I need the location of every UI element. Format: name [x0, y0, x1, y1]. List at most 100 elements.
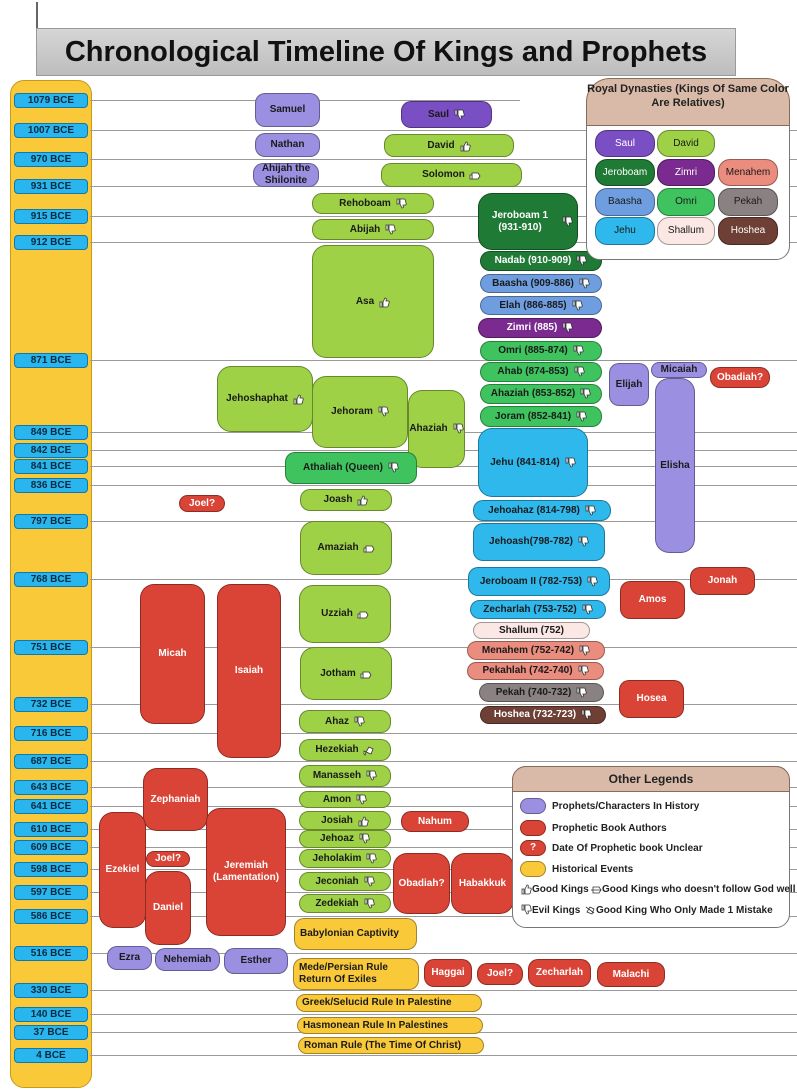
- block-label: Nathan: [270, 139, 305, 150]
- king-block: Abijah: [312, 219, 434, 240]
- block-label: Saul: [427, 108, 450, 120]
- prophet-block: Nehemiah: [155, 948, 220, 971]
- block-label: Menahem (752-742): [481, 644, 575, 656]
- year-label: 687 BCE: [14, 754, 88, 769]
- king-block: Jeholakim: [299, 849, 391, 868]
- legend-evil-kings: Evil Kings: [516, 904, 580, 916]
- king-block: Josiah: [299, 811, 391, 830]
- block-label: Nehemiah: [163, 953, 212, 965]
- block-label: David: [427, 139, 455, 151]
- thumbs-down-icon: [571, 300, 583, 312]
- block-label: Jeroboam 1 (931-910): [491, 209, 549, 233]
- block-label: Hoshea (732-723): [493, 709, 577, 720]
- block-label: Obadiah?: [716, 371, 764, 383]
- dynasty-swatch: David: [657, 130, 715, 157]
- block-label: Daniel: [152, 902, 183, 913]
- thumbs-down-icon: [561, 216, 573, 228]
- block-label: Jehoshaphat: [226, 393, 288, 404]
- block-label: Manasseh: [312, 770, 362, 781]
- king-block: Jehu (841-814): [478, 428, 588, 497]
- block-label: Elijah: [615, 378, 643, 390]
- block-label: Jehoash(798-782): [489, 536, 573, 547]
- thumbs-down-icon: [586, 576, 598, 588]
- block-label: Zimri (885): [506, 322, 558, 333]
- block-label: Pekahlah (742-740): [482, 665, 573, 676]
- year-gridline: [90, 1014, 797, 1015]
- prophet-block: Ahijah the Shilonite: [253, 163, 319, 187]
- block-label: Joel?: [188, 497, 216, 509]
- year-label: 1079 BCE: [14, 93, 88, 108]
- block-label: Micaiah: [660, 364, 698, 375]
- king-block: Solomon: [381, 163, 522, 187]
- block-label: Zecharlah (753-752): [483, 603, 577, 615]
- prophet-swatch: [520, 798, 546, 814]
- block-label: Nadab (910-909): [494, 255, 572, 266]
- king-block: Zecharlah (753-752): [470, 600, 606, 619]
- block-label: Amon: [322, 793, 352, 805]
- dynasty-label: Baasha: [608, 196, 642, 207]
- dynasty-swatch: Shallum: [657, 217, 715, 245]
- thumbs-up-icon: [292, 393, 304, 405]
- prophetic-author-block: Habakkuk: [451, 853, 514, 914]
- thumbs-down-icon: [577, 536, 589, 548]
- dynasty-swatch: Pekah: [718, 188, 778, 216]
- block-label: Elisha: [660, 459, 690, 471]
- king-block: Jeroboam 1 (931-910): [478, 193, 578, 250]
- year-gridline: [90, 990, 797, 991]
- block-label: Asa: [355, 295, 375, 307]
- block-label: Joel?: [154, 853, 182, 864]
- year-label: 598 BCE: [14, 862, 88, 877]
- block-label: Babylonian Captivity: [300, 928, 399, 939]
- thumbs-tilted-icon: [363, 744, 375, 756]
- year-label: 716 BCE: [14, 726, 88, 741]
- king-block: Joash: [300, 489, 392, 511]
- thumbs-down-icon: [452, 423, 464, 435]
- year-gridline: [90, 216, 797, 217]
- block-label: Uzziah: [321, 608, 353, 619]
- king-block: Uzziah: [299, 585, 391, 643]
- year-label: 849 BCE: [14, 425, 88, 440]
- block-label: Ahaziah: [409, 423, 448, 434]
- block-label: Josiah: [321, 814, 353, 826]
- dynasty-label: Pekah: [733, 196, 763, 207]
- historical-event: Roman Rule (The Time Of Christ): [298, 1037, 484, 1054]
- prophetic-author-block: Obadiah?: [710, 367, 770, 388]
- other-legends-panel: [512, 766, 790, 928]
- block-label: Isaiah: [234, 665, 264, 676]
- prophetic-author-block: Joel?: [146, 851, 190, 867]
- block-label: Jeremiah (Lamentation): [212, 860, 280, 883]
- block-label: Athaliah (Queen): [302, 462, 383, 473]
- prophet-block: Elijah: [609, 363, 649, 406]
- year-label: 768 BCE: [14, 572, 88, 587]
- prophetic-author-block: Joel?: [179, 495, 225, 512]
- thumbs-sideways-icon: [590, 883, 602, 895]
- king-block: Asa: [312, 245, 434, 358]
- block-label: Joash: [323, 494, 353, 505]
- thumbs-up-icon: [356, 494, 369, 506]
- block-label: Joel?: [486, 968, 514, 979]
- historical-event: Mede/Persian Rule Return Of Exiles: [293, 958, 419, 990]
- author-swatch: [520, 820, 546, 836]
- year-label: 37 BCE: [14, 1025, 88, 1040]
- block-label: Jehoahaz (814-798): [488, 504, 580, 516]
- prophetic-author-block: Jonah: [690, 567, 755, 595]
- king-block: Ahaz: [299, 710, 391, 733]
- thumbs-down-icon: [564, 457, 576, 469]
- prophetic-author-block: Zecharlah: [528, 959, 591, 987]
- legend-mistake-kings: Good King Who Only Made 1 Mistake: [580, 904, 773, 916]
- thumbs-down-icon: [575, 255, 587, 267]
- year-gridline: [90, 130, 797, 131]
- prophetic-author-block: Malachi: [597, 962, 665, 987]
- royal-dynasties-title: Royal Dynasties (Kings Of Same Color Are…: [586, 78, 790, 126]
- prophet-block: Micaiah: [651, 362, 707, 378]
- year-gridline: [90, 159, 797, 160]
- block-label: Hosea: [636, 693, 667, 704]
- year-gridline: [90, 485, 797, 486]
- king-block: Jeroboam II (782-753): [468, 567, 610, 596]
- king-block: Zimri (885): [478, 318, 602, 338]
- thumbs-up-icon: [520, 883, 532, 895]
- king-block: Ahaziah (853-852): [480, 384, 602, 404]
- block-label: Joram (852-841): [494, 410, 572, 422]
- block-label: Nahum: [418, 815, 452, 827]
- king-block: Pekah (740-732): [479, 683, 604, 702]
